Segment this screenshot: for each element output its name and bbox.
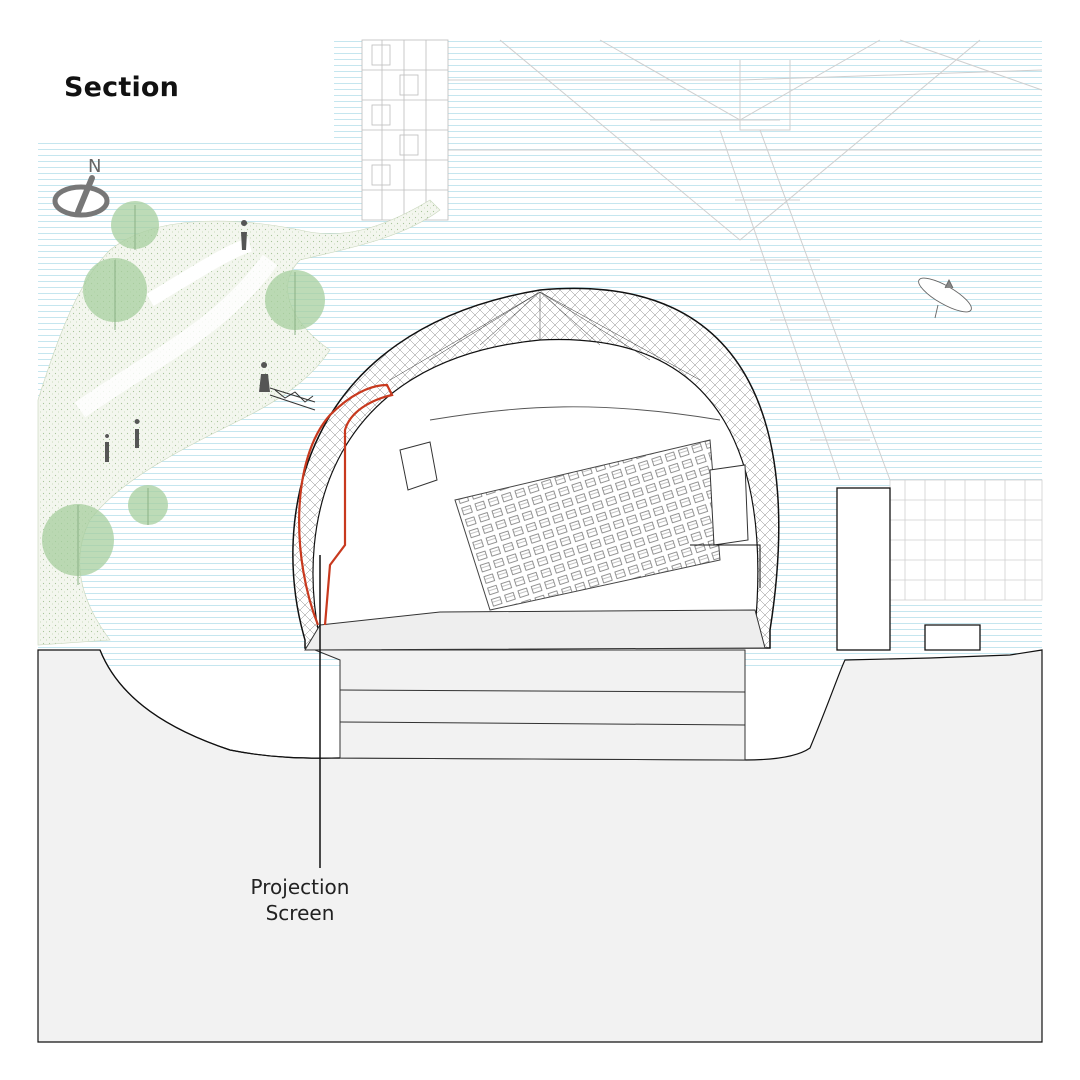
page-title: Section: [64, 72, 180, 103]
pier-column: [836, 487, 981, 651]
sphere-auditorium: [292, 287, 780, 651]
footbridge: [269, 387, 316, 411]
projection-screen: [298, 383, 394, 626]
hanging-building: [361, 39, 449, 221]
projection-screen-label: Projection Screen: [220, 874, 380, 926]
north-arrow-icon: N: [52, 156, 110, 218]
boat: [918, 277, 972, 319]
vegetation-island: [37, 199, 441, 646]
north-label: N: [88, 156, 101, 177]
foundation-block: [314, 649, 746, 761]
callout-line-2: Screen: [265, 901, 335, 925]
right-pier-building: [889, 479, 1043, 601]
callout-line-1: Projection: [250, 875, 350, 899]
